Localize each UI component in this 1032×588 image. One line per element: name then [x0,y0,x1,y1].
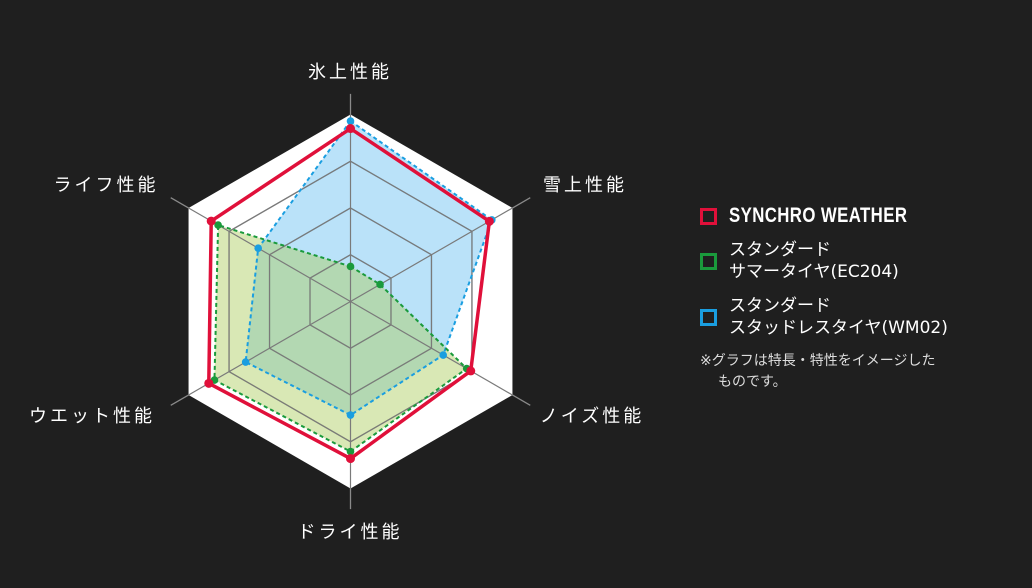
data-point [346,124,355,134]
note-line1: ※グラフは特長・特性をイメージした [700,353,936,369]
legend-label-line1: スタンダード [729,240,831,260]
data-point [214,221,222,229]
legend-swatch-green [700,252,717,270]
data-point [484,216,494,226]
axis-label: 雪上性能 [543,175,627,196]
legend-label-line2: サマータイヤ(EC204) [729,262,899,282]
data-point [241,358,250,366]
data-point [346,447,355,456]
legend-swatch-red [700,207,717,225]
data-point [346,411,355,419]
axis-label: ライフ性能 [54,175,159,196]
data-point [466,366,476,376]
legend: SYNCHRO WEATHER スタンダード サマータイヤ(EC204) スタン… [700,205,1020,393]
data-point [439,351,448,359]
legend-swatch-blue [700,308,717,326]
legend-label: スタンダード サマータイヤ(EC204) [729,239,899,283]
axis-label: 氷上性能 [308,62,392,83]
data-point [346,117,355,125]
data-point [204,378,214,388]
legend-label: スタンダード スタッドレスタイヤ(WM02) [729,295,948,339]
data-point [346,454,355,464]
legend-label: SYNCHRO WEATHER [729,204,908,227]
chart-note: ※グラフは特長・特性をイメージした ものです。 [700,351,1020,393]
legend-label-line1: スタンダード [729,296,831,316]
axis-label: ノイズ性能 [540,406,644,427]
series-fill [214,225,467,452]
grid-ring [268,207,433,396]
legend-label-line2: スタッドレスタイヤ(WM02) [729,318,948,338]
grid-ring [309,254,392,349]
data-point [206,216,216,226]
legend-item-wm02: スタンダード スタッドレスタイヤ(WM02) [700,295,1020,339]
axis-label: ウエット性能 [29,406,155,427]
axis-label: ドライ性能 [298,522,403,543]
legend-item-ec204: スタンダード サマータイヤ(EC204) [700,239,1020,283]
data-point [254,244,262,253]
series-fill [245,121,492,416]
legend-item-synchro-weather: SYNCHRO WEATHER [700,205,1020,227]
note-line2: ものです。 [718,374,787,390]
grid-ring [228,160,473,443]
data-point [376,280,384,289]
data-point [346,262,355,271]
